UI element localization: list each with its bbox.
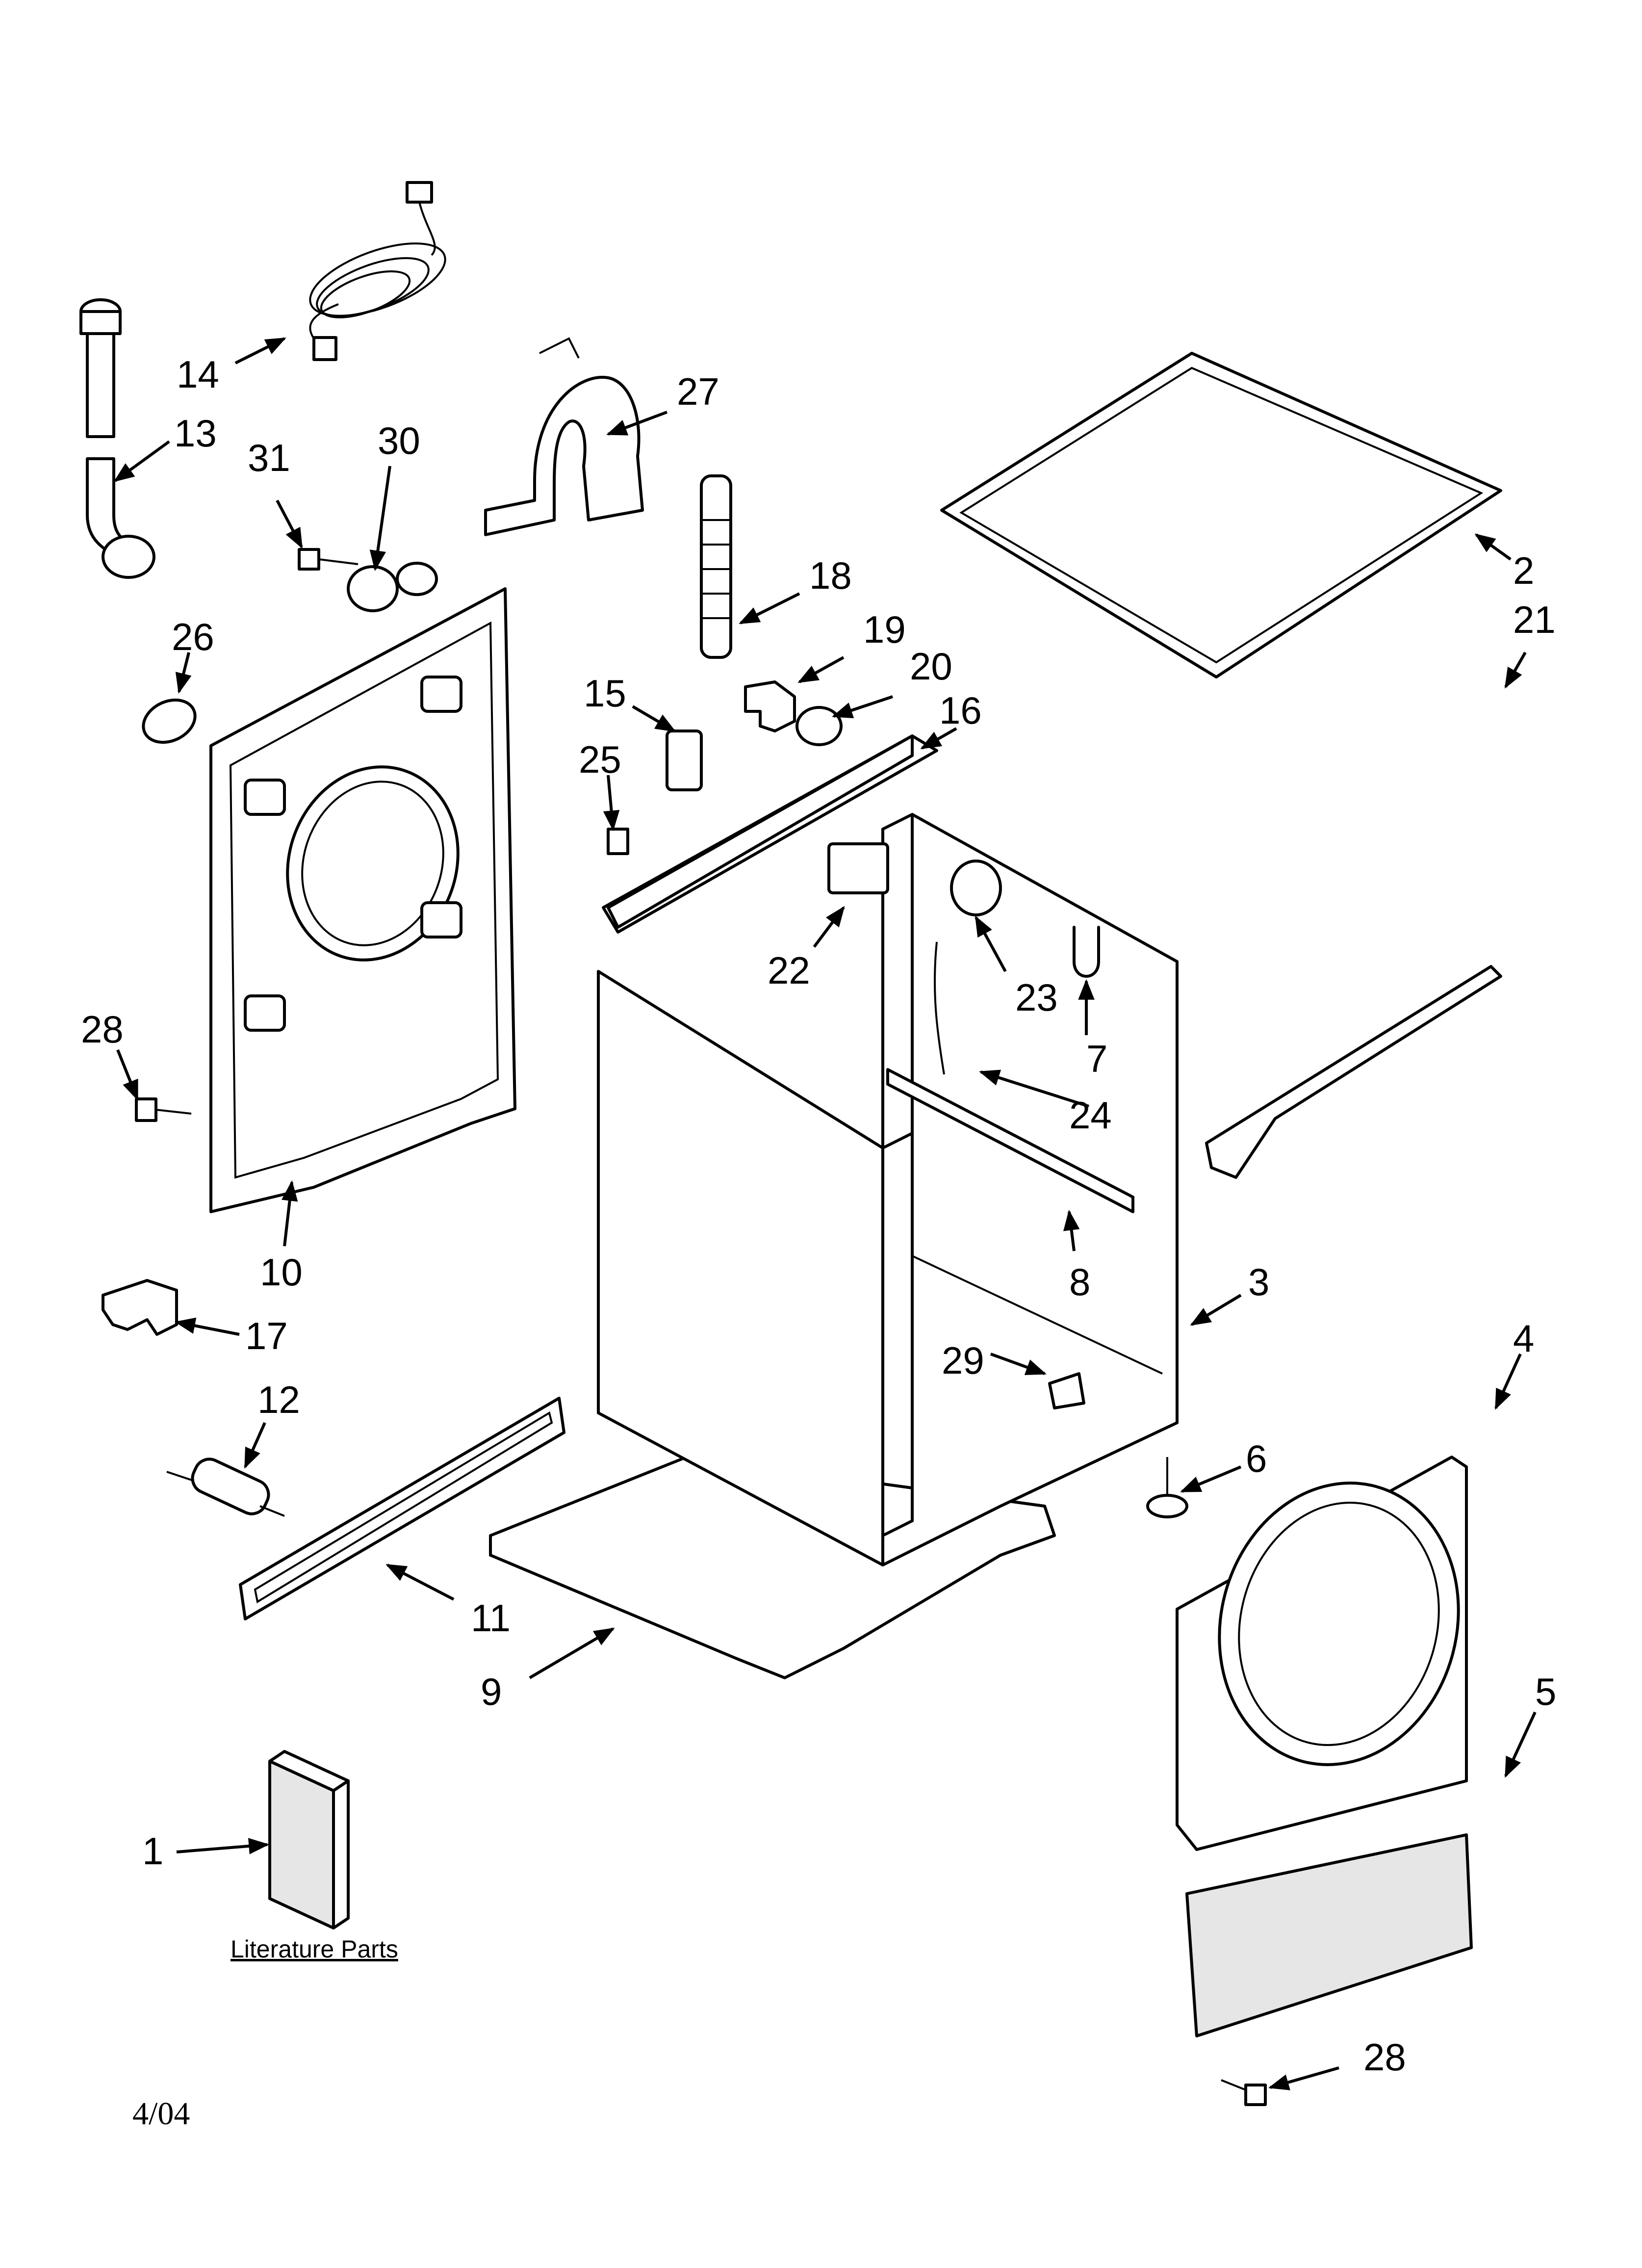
part-16-top-bracket <box>607 734 914 929</box>
callout-13: 13 <box>174 412 217 455</box>
part-11-base-rail <box>239 1397 565 1620</box>
callout-18: 18 <box>809 554 852 597</box>
part-27-hose-guide <box>484 337 644 536</box>
part-25-screw <box>607 828 629 855</box>
callout-27: 27 <box>677 370 719 413</box>
callout-22: 22 <box>768 949 810 992</box>
callout-2: 2 <box>1513 549 1534 592</box>
callout-20: 20 <box>910 645 952 688</box>
part-5-toe-panel <box>1185 1833 1473 2037</box>
part-1-literature <box>268 1750 350 1929</box>
callout-7: 7 <box>1086 1037 1107 1080</box>
part-17-clip <box>102 1279 178 1336</box>
part-13-inlet-hose <box>79 298 155 579</box>
part-29-clip <box>1048 1372 1085 1409</box>
part-10-rear-panel <box>209 587 516 1213</box>
callout-17: 17 <box>245 1314 288 1357</box>
part-21-brace <box>1205 965 1502 1179</box>
callout-16: 16 <box>939 689 982 732</box>
part-8-brace <box>886 1068 1134 1213</box>
callout-30: 30 <box>378 419 420 462</box>
callout-6: 6 <box>1246 1437 1267 1480</box>
part-14-power-cord <box>309 181 446 361</box>
part-28-screw-right <box>1221 2079 1267 2106</box>
callout-labels: 1 2 3 4 5 6 7 8 9 10 11 12 13 14 15 16 1… <box>81 353 1556 2079</box>
part-18-drain-hose <box>700 474 732 659</box>
callout-26: 26 <box>172 615 214 658</box>
callout-9: 9 <box>481 1670 502 1713</box>
callout-24: 24 <box>1069 1094 1112 1137</box>
part-6-leveling-leg <box>1146 1457 1188 1518</box>
callout-8: 8 <box>1069 1260 1090 1303</box>
part-26-grommet <box>142 698 197 744</box>
literature-parts-caption: Literature Parts <box>231 1935 398 1963</box>
part-15-switch <box>666 730 703 791</box>
part-12-shock <box>166 1458 285 1517</box>
callout-14: 14 <box>177 353 219 396</box>
callout-5: 5 <box>1535 1670 1556 1713</box>
part-4-front-panel <box>1176 1456 1468 1851</box>
part-31-screw <box>298 548 359 571</box>
leader-lines <box>113 337 1537 2090</box>
part-2-top-gasket <box>940 352 1502 678</box>
part-28-screw-left <box>135 1097 192 1122</box>
part-19-elbow <box>744 680 796 732</box>
callout-29: 29 <box>942 1339 984 1382</box>
callout-3: 3 <box>1248 1260 1269 1303</box>
callout-12: 12 <box>257 1378 300 1421</box>
callout-21: 21 <box>1513 598 1556 641</box>
callout-4: 4 <box>1513 1317 1534 1360</box>
part-23-pressure-switch <box>950 860 1002 916</box>
callout-15: 15 <box>584 672 626 715</box>
part-30-clamp <box>347 562 438 612</box>
part-7-clip <box>1073 926 1100 978</box>
part-24-tube <box>933 941 945 1075</box>
callout-19: 19 <box>863 608 906 651</box>
callout-1: 1 <box>142 1829 163 1873</box>
part-22-valve <box>827 842 889 894</box>
callout-28-left: 28 <box>81 1008 124 1051</box>
revision-date: 4/04 <box>132 2096 190 2132</box>
callout-28-right: 28 <box>1363 2035 1406 2079</box>
callout-23: 23 <box>1015 976 1058 1019</box>
callout-10: 10 <box>260 1251 303 1294</box>
callout-31: 31 <box>248 436 290 479</box>
part-20-clamp <box>795 706 843 746</box>
callout-11: 11 <box>471 1596 511 1640</box>
callout-25: 25 <box>579 738 621 781</box>
